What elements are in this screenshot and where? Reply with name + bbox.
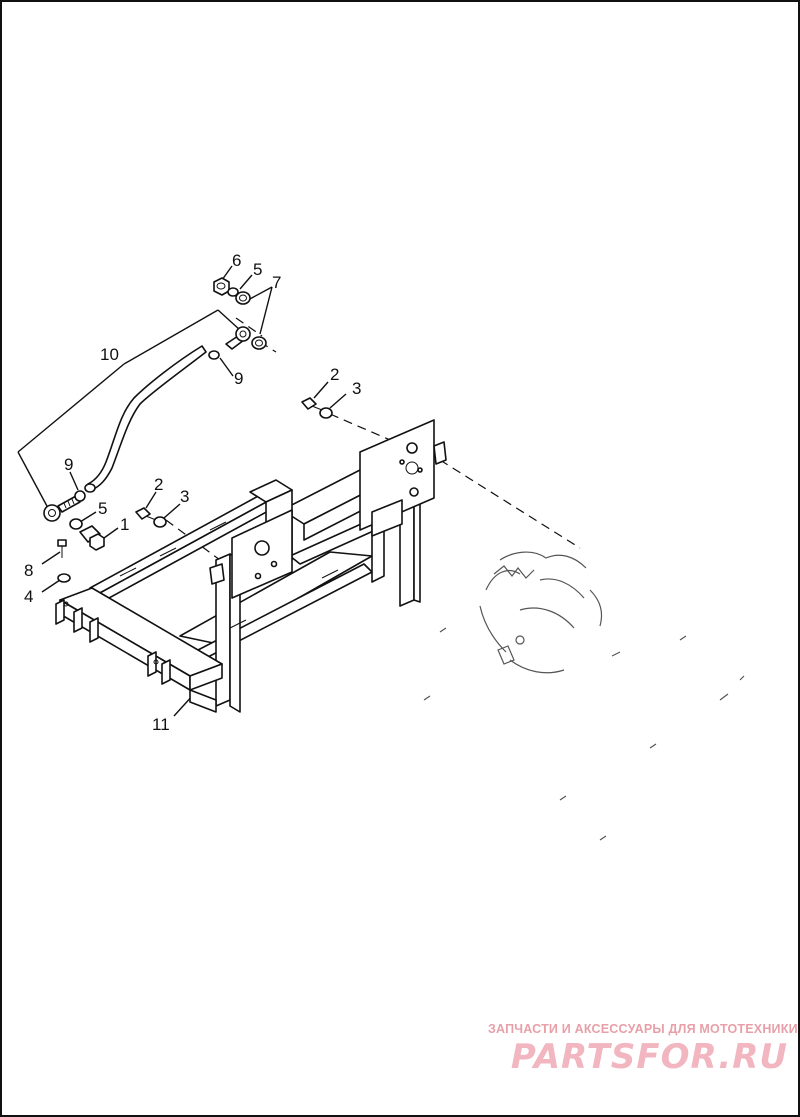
- callout-5-top: 5: [253, 260, 262, 279]
- engine-ghost: [423, 551, 745, 841]
- callout-4: 4: [24, 587, 33, 606]
- callout-labels: 6 5 7 10 9 2 3 9 2 3 5 1 8 4 11: [24, 251, 361, 734]
- hardware-top: [208, 277, 267, 360]
- callout-2-right: 2: [330, 365, 339, 384]
- hardware-lower-left: [43, 490, 105, 583]
- shift-rod: [84, 345, 207, 493]
- callout-8: 8: [24, 561, 33, 580]
- callout-11: 11: [152, 715, 170, 734]
- callout-3-right: 3: [352, 379, 361, 398]
- callout-9-lower: 9: [64, 455, 73, 474]
- hardware-bolts: [135, 397, 333, 528]
- callout-1: 1: [120, 515, 129, 534]
- leader-lines: [17, 265, 347, 717]
- watermark: ЗАПЧАСТИ И АКСЕССУАРЫ ДЛЯ МОТОТЕХНИКИ PA…: [488, 1022, 798, 1077]
- callout-2-left: 2: [154, 475, 163, 494]
- callout-6: 6: [232, 251, 241, 270]
- callout-7: 7: [272, 273, 281, 292]
- watermark-brand: PARTSFOR.RU: [510, 1037, 788, 1077]
- stand-frame: [55, 419, 447, 713]
- watermark-caption: ЗАПЧАСТИ И АКСЕССУАРЫ ДЛЯ МОТОТЕХНИКИ: [488, 1022, 798, 1036]
- callout-5-lower: 5: [98, 499, 107, 518]
- callout-9-upper: 9: [234, 369, 243, 388]
- callout-10: 10: [100, 345, 119, 364]
- callout-3-left: 3: [180, 487, 189, 506]
